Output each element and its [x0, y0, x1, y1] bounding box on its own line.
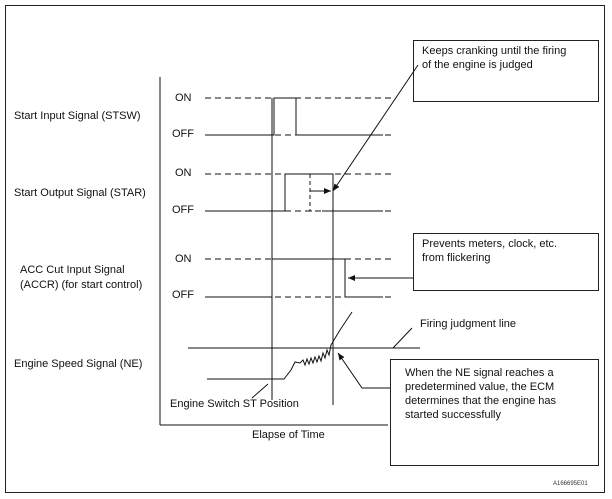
- accr-signal: [205, 258, 383, 298]
- firing-line-leader: [392, 327, 413, 349]
- ne-signal: [207, 311, 353, 380]
- note-cranking: Keeps cranking until the firing of the e…: [413, 40, 599, 102]
- star-signal: [205, 173, 383, 212]
- note-meters: Prevents meters, clock, etc. from flicke…: [413, 233, 599, 291]
- firing-line-label: Firing judgment line: [420, 318, 516, 330]
- accr-on-label: ON: [175, 253, 192, 265]
- accr-off-label: OFF: [172, 289, 194, 301]
- stsw-on-label: ON: [175, 92, 192, 104]
- engine-switch-leader: [251, 383, 269, 399]
- ne-threshold-leader: [337, 352, 390, 389]
- stsw-signal: [205, 97, 383, 136]
- star-extension-dashed: [309, 174, 333, 212]
- figure-code: A166695E01: [553, 481, 588, 487]
- star-on-label: ON: [175, 167, 192, 179]
- cranking-leader: [332, 64, 419, 192]
- label-star: Start Output Signal (STAR): [14, 187, 146, 199]
- note-ne-threshold: When the NE signal reaches a predetermin…: [390, 359, 599, 466]
- engine-switch-label: Engine Switch ST Position: [170, 398, 299, 410]
- star-off-label: OFF: [172, 204, 194, 216]
- label-ne: Engine Speed Signal (NE): [14, 358, 143, 370]
- x-axis-label: Elapse of Time: [252, 429, 325, 441]
- stsw-off-label: OFF: [172, 128, 194, 140]
- label-stsw: Start Input Signal (STSW): [14, 110, 141, 122]
- diagram-frame: [5, 5, 605, 493]
- label-accr: ACC Cut Input Signal (ACCR) (for start c…: [20, 264, 143, 291]
